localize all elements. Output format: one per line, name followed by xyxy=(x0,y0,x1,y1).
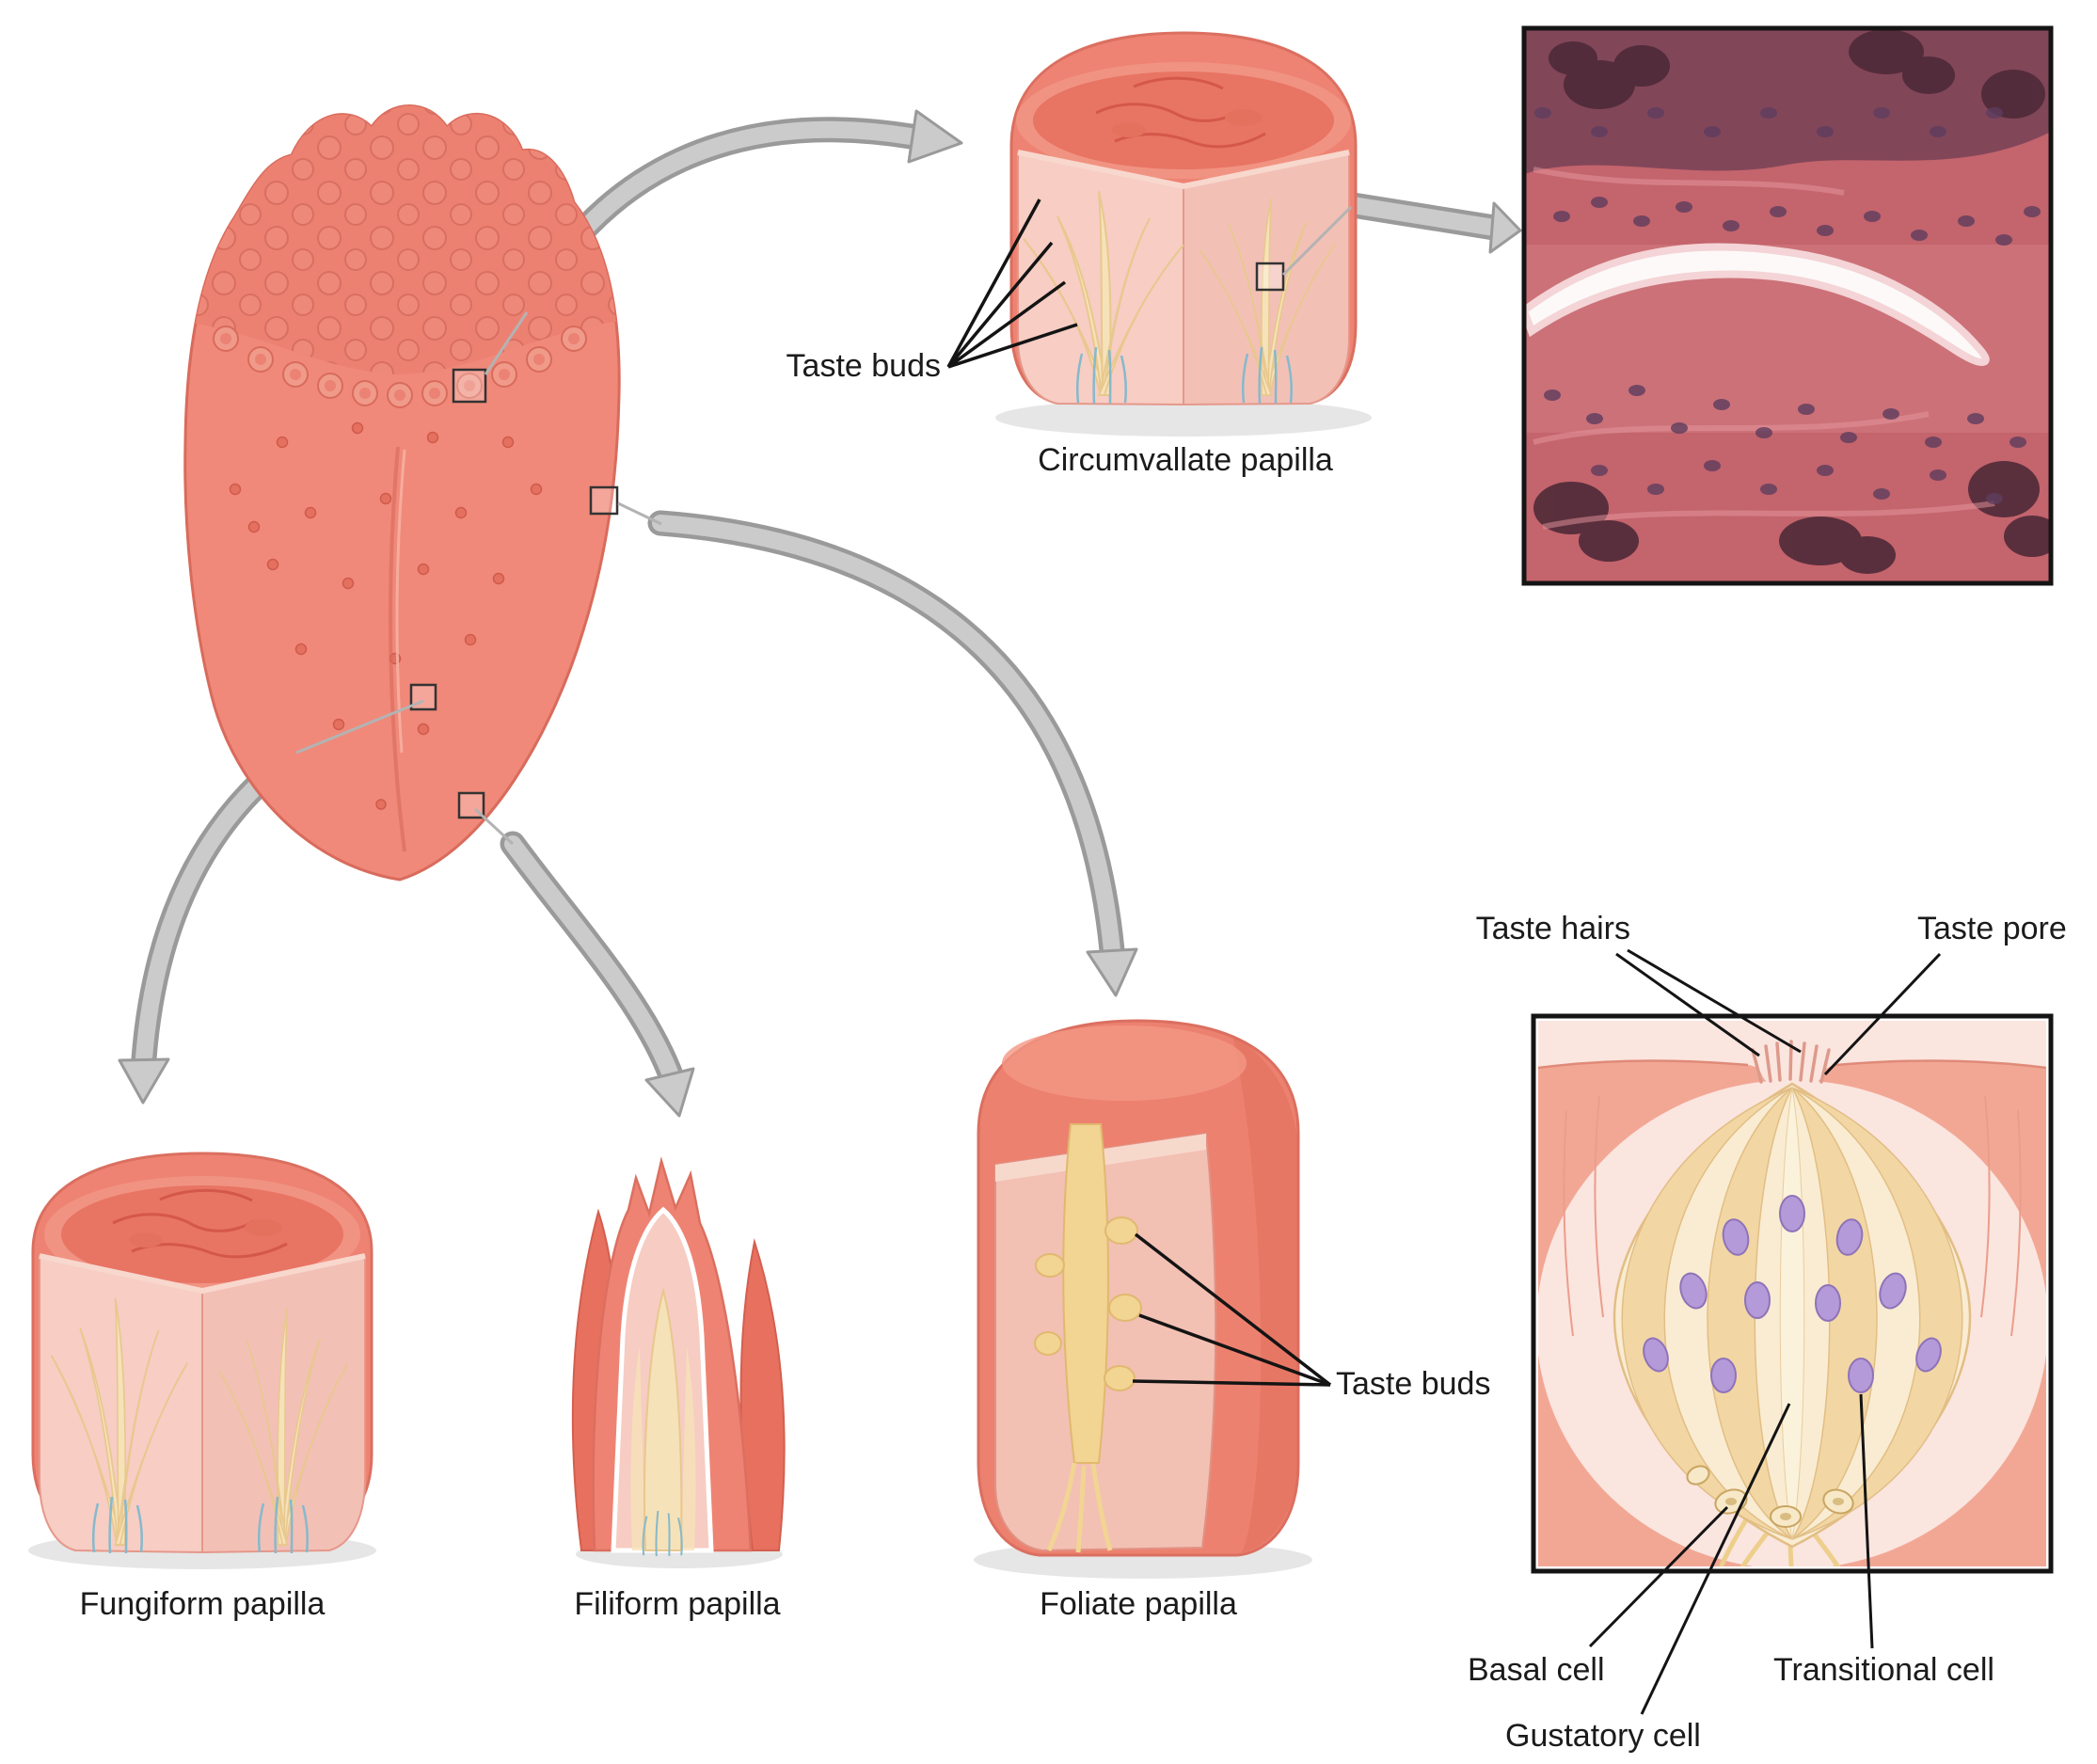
arrow-to-micrograph xyxy=(1340,192,1522,254)
foliate-papilla-illustration xyxy=(974,1019,1312,1579)
taste-bud-micrograph xyxy=(1521,25,2054,586)
label-transitional-cell: Transitional cell xyxy=(1773,1652,1994,1688)
label-gustatory-cell: Gustatory cell xyxy=(1505,1718,1701,1754)
label-filiform-papilla: Filiform papilla xyxy=(574,1586,781,1622)
arrow-to-filiform xyxy=(500,831,695,1118)
taste-pore-pointer-line xyxy=(1823,952,1942,1076)
selection-box-filiform xyxy=(457,791,485,819)
tongue-illustration xyxy=(183,104,662,882)
taste-hairs-pointer-line xyxy=(1627,948,1802,1054)
micrograph-border xyxy=(1521,25,2054,586)
basal-cell-pointer-line xyxy=(1588,1505,1729,1648)
label-foliate-papilla: Foliate papilla xyxy=(1040,1586,1237,1622)
filiform-papilla-illustration xyxy=(571,1156,786,1568)
label-taste-buds-circumvallate: Taste buds xyxy=(786,348,941,384)
selection-box-micrograph xyxy=(1255,262,1285,292)
label-circumvallate-papilla: Circumvallate papilla xyxy=(1038,442,1333,478)
fungiform-papillae-dots xyxy=(229,421,543,810)
taste-bud-column xyxy=(643,1287,683,1551)
selection-box-circumvallate xyxy=(452,368,487,404)
circumvallate-papillae-row xyxy=(213,326,587,408)
taste-buds-pointer-lines-foliate xyxy=(1132,1232,1332,1387)
nerve-fibers xyxy=(1719,1514,1841,1566)
fungiform-papilla-illustration xyxy=(28,1152,376,1569)
cell-nuclei xyxy=(1534,107,2041,504)
arrow-to-foliate xyxy=(647,510,1138,997)
connector-lines xyxy=(295,311,662,846)
taste-pore-crevice xyxy=(1524,243,1990,366)
label-taste-pore: Taste pore xyxy=(1917,911,2067,946)
arrow-to-fungiform xyxy=(118,741,307,1104)
taste-bud-pointer-lines xyxy=(1588,948,1942,1715)
label-taste-hairs: Taste hairs xyxy=(1475,911,1630,946)
label-fungiform-papilla: Fungiform papilla xyxy=(79,1586,326,1622)
taste-bud-column xyxy=(1034,1123,1142,1464)
transitional-cell-pointer-line xyxy=(1859,1393,1874,1649)
taste-buds-pointer-lines-circumvallate xyxy=(946,199,1078,369)
circumvallate-papilla-illustration xyxy=(995,31,1372,437)
gustatory-cell-pointer-line xyxy=(1640,1403,1791,1715)
cell-nuclei xyxy=(1643,1195,1942,1393)
median-sulcus xyxy=(389,446,406,852)
selection-box-foliate xyxy=(589,485,619,516)
taste-hairs-pointer-line xyxy=(1615,952,1760,1057)
taste-bud-diagram xyxy=(1531,1013,2054,1574)
label-basal-cell: Basal cell xyxy=(1468,1652,1605,1688)
label-taste-buds-foliate: Taste buds xyxy=(1336,1366,1491,1402)
taste-hairs xyxy=(1751,1040,1831,1084)
